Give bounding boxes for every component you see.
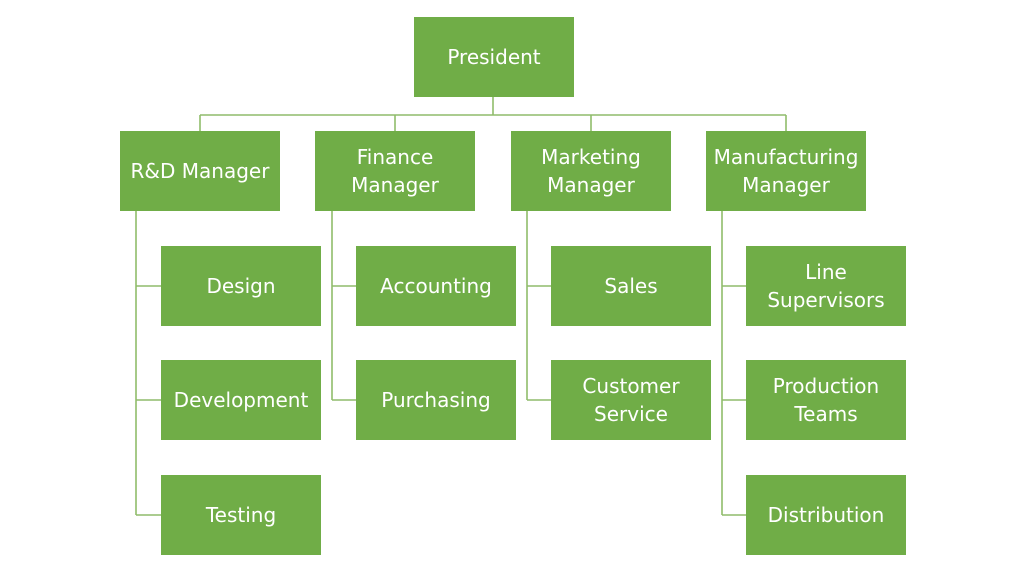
node-president: President [414,17,574,97]
node-marketing-manager: Marketing Manager [511,131,671,211]
node-finance-manager-label: Finance Manager [351,145,439,197]
node-finance-manager: Finance Manager [315,131,475,211]
node-manufacturing-manager: Manufacturing Manager [706,131,866,211]
node-rd-manager-label: R&D Manager [130,159,270,183]
node-testing: Testing [161,475,321,555]
node-customer-service: Customer Service [551,360,711,440]
node-distribution-label: Distribution [767,503,885,527]
node-design: Design [161,246,321,326]
node-purchasing-label: Purchasing [381,388,491,412]
node-development-label: Development [173,388,309,412]
node-line-supervisors-label: Line Supervisors [767,260,885,312]
node-testing-label: Testing [205,503,277,527]
node-purchasing: Purchasing [356,360,516,440]
node-marketing-manager-label: Marketing Manager [541,145,641,197]
node-customer-service-label: Customer Service [582,374,680,426]
node-production-teams: Production Teams [746,360,906,440]
node-design-label: Design [206,274,276,298]
node-line-supervisors: Line Supervisors [746,246,906,326]
node-accounting-label: Accounting [380,274,492,298]
node-sales: Sales [551,246,711,326]
node-production-teams-label: Production Teams [772,374,880,426]
node-accounting: Accounting [356,246,516,326]
node-manufacturing-manager-label: Manufacturing Manager [713,145,859,197]
node-development: Development [161,360,321,440]
node-sales-label: Sales [604,274,658,298]
node-rd-manager: R&D Manager [120,131,280,211]
node-distribution: Distribution [746,475,906,555]
node-president-label: President [447,45,541,69]
